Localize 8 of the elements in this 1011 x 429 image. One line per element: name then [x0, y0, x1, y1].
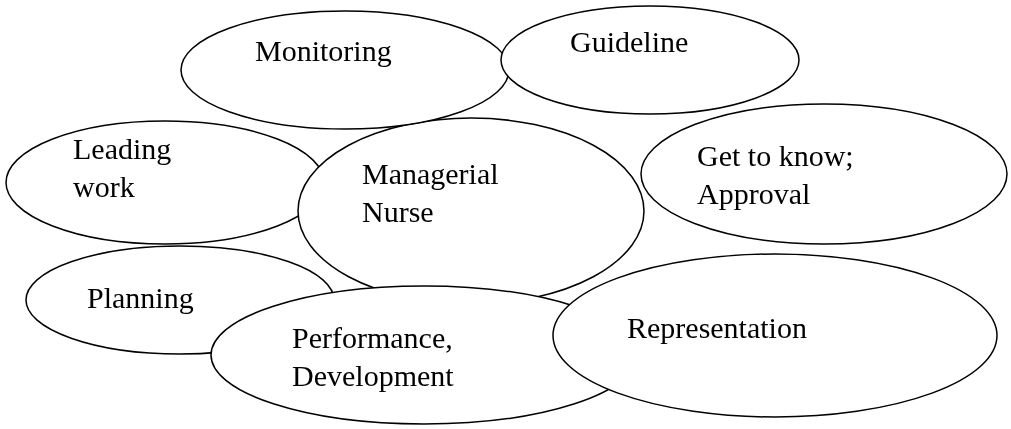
- node-label: Representation: [627, 310, 808, 346]
- node-label: Performance, Development: [292, 320, 455, 394]
- node-label: Leading work: [73, 131, 173, 205]
- node-label: Guideline: [570, 24, 690, 60]
- node-label: Monitoring: [255, 33, 393, 69]
- node-label: Planning: [87, 280, 195, 316]
- node-label: Managerial Nurse: [362, 156, 500, 230]
- node-label: Get to know; Approval: [697, 138, 855, 212]
